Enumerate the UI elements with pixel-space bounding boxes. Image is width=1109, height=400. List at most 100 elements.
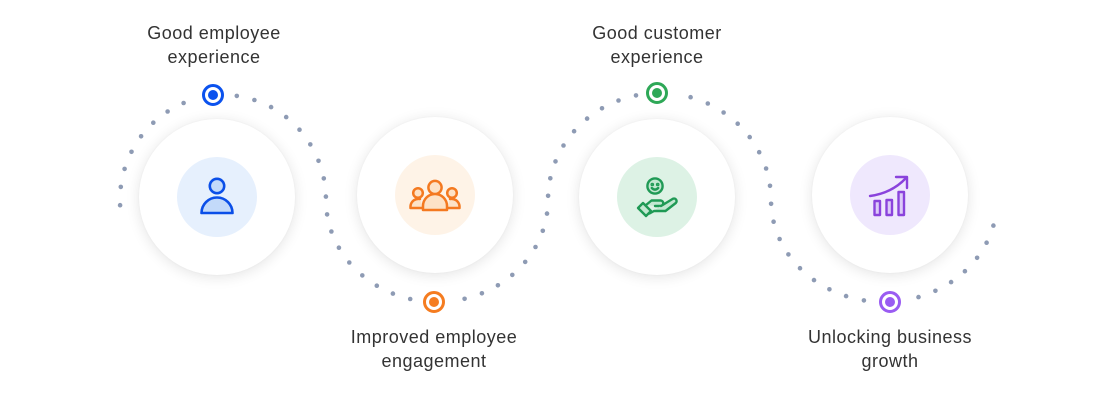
path-dot [688,94,693,100]
path-dot [811,277,817,283]
step-circle [812,117,968,273]
path-dot [767,183,773,189]
path-dot [584,116,590,121]
step-marker [646,82,668,104]
path-dot [948,279,954,285]
path-dot [616,98,621,103]
person-icon [193,173,241,221]
path-dot [768,201,774,207]
path-dot [347,260,352,265]
path-dot [861,298,867,303]
path-dot [407,296,413,302]
path-dot [118,184,124,190]
path-dot [974,255,980,261]
step-label-line1: Good customer [592,23,722,43]
path-dot [533,244,538,250]
path-dot [735,121,740,126]
step-label: Unlocking business growth [760,325,1020,373]
step-label-line2: growth [861,351,919,371]
path-dot [129,149,134,155]
path-dot [308,142,313,147]
path-dot [495,283,501,288]
step-label-line1: Improved employee [350,327,518,347]
step-circle [357,117,513,273]
path-dot [252,97,257,103]
path-dot [984,240,989,245]
path-dot [721,110,726,115]
path-dot [122,166,127,172]
path-dot [165,109,170,114]
path-dot [316,158,321,164]
path-dot [283,114,289,120]
path-dot [151,120,156,125]
step-marker [202,84,224,106]
growth-chart-icon [866,171,914,219]
path-dot [462,296,467,302]
team-icon [407,171,463,219]
icon-badge [177,157,257,237]
path-dot [933,288,938,294]
path-dot [545,193,551,199]
path-dot [390,291,396,296]
step-label: Good employee experience [84,21,344,69]
path-dot [763,166,769,171]
step-label-line1: Unlocking business [807,327,973,347]
step-marker [879,291,901,313]
step-label-line2: experience [610,47,704,67]
step-label-line2: experience [167,47,261,67]
path-dot [843,293,849,299]
icon-badge [617,157,697,237]
path-dot [544,211,550,216]
step-label-line2: engagement [381,351,487,371]
path-dot [786,252,791,257]
path-dot [553,159,558,164]
path-dot [633,93,639,98]
path-dot [771,219,776,224]
icon-badge [395,155,475,235]
step-marker [423,291,445,313]
step-marker-dot [652,88,662,98]
path-dot [962,268,968,274]
step-label: Improved employee engagement [304,325,564,373]
icon-badge [850,155,930,235]
path-dot [117,202,123,208]
path-dot [827,287,832,292]
path-dot [360,273,365,278]
path-dot [329,229,334,234]
step-marker-dot [429,297,439,307]
step-circle [579,119,735,275]
path-dot [234,93,240,99]
path-dot [321,176,327,181]
path-dot [324,212,330,217]
path-dot [268,104,274,110]
step-label: Good customer experience [527,21,787,69]
path-dot [181,100,186,106]
path-dot [916,294,921,300]
path-dot [797,265,803,271]
path-dot [705,101,711,106]
path-dot [747,134,752,140]
path-dot [374,283,380,289]
path-dot [138,134,144,139]
path-dot [540,228,546,234]
path-dot [571,128,577,134]
path-dot [548,176,553,181]
path-dot [510,272,515,278]
path-dot [522,259,528,265]
path-dot [297,127,302,132]
path-dot [323,194,329,199]
path-dot [991,223,996,228]
path-dot [561,143,566,148]
path-dot [599,106,605,111]
path-dot [777,236,782,242]
path-dot [336,245,342,250]
step-marker-dot [208,90,218,100]
step-marker-dot [885,297,895,307]
path-dot [756,149,762,155]
hand-smile-icon [633,173,681,221]
path-dot [479,291,485,296]
step-circle [139,119,295,275]
step-label-line1: Good employee [147,23,281,43]
